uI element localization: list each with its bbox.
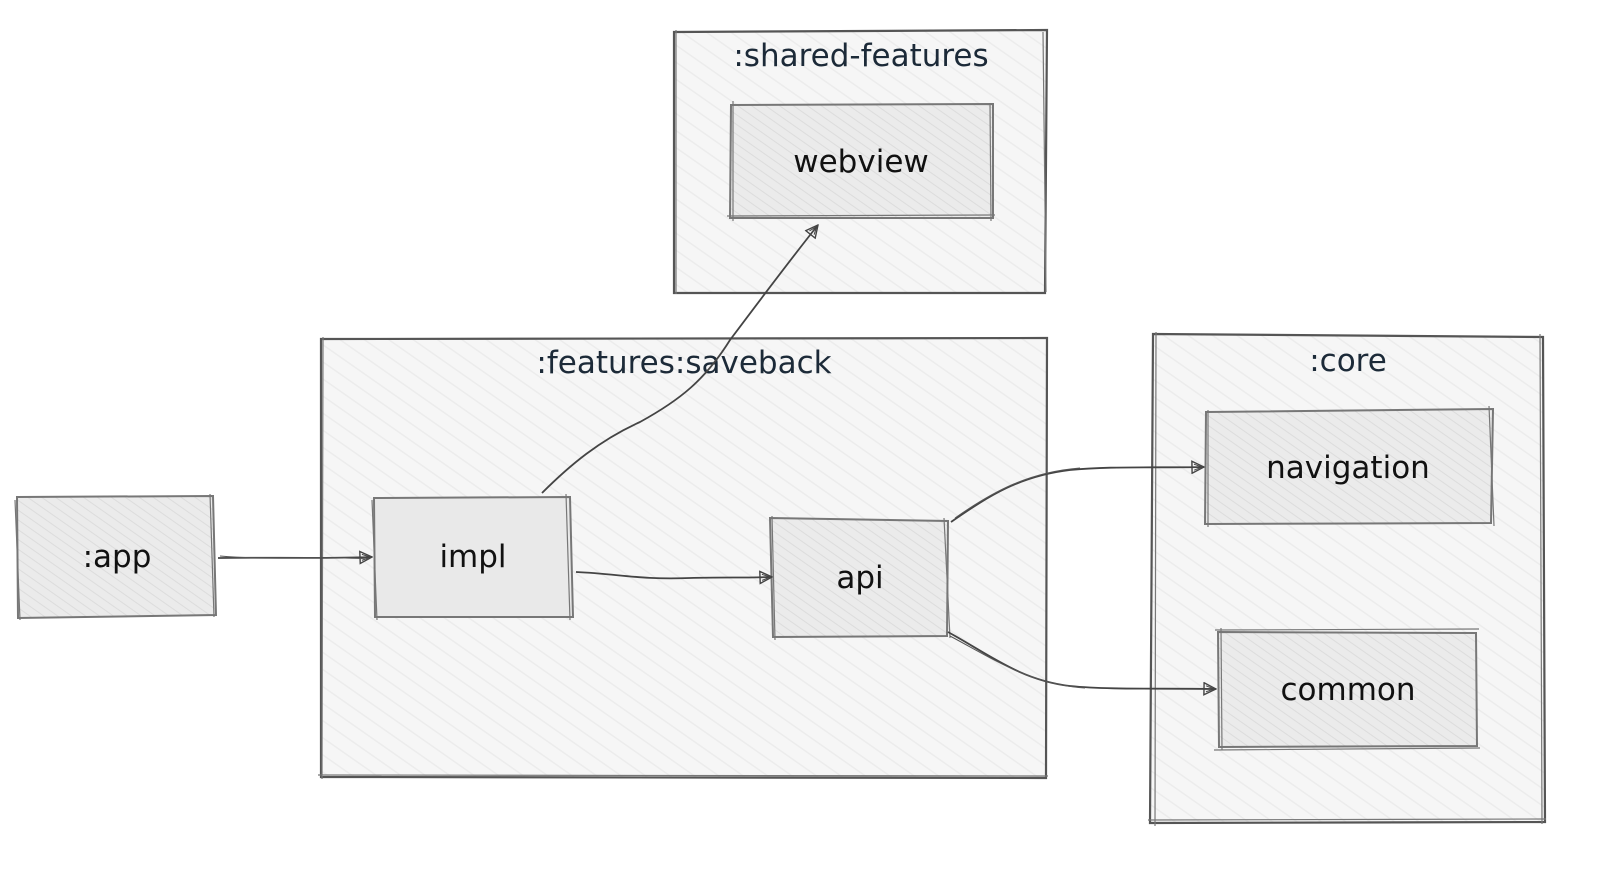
edge-impl-to-api [575, 572, 772, 578]
edge-app-to-impl [217, 556, 372, 559]
group-label-shared-features: :shared-features [733, 38, 988, 74]
node-navigation[interactable]: navigation [1203, 405, 1495, 527]
group-label-core: :core [1309, 343, 1387, 379]
group-features-saveback: :features:saveback impl api [317, 336, 1049, 780]
node-label-common: common [1280, 672, 1415, 708]
node-common[interactable]: common [1213, 627, 1481, 751]
node-label-navigation: navigation [1266, 450, 1430, 486]
node-app[interactable]: :app [14, 493, 218, 621]
edge-api-to-common [947, 631, 1216, 689]
node-label-api: api [836, 560, 883, 596]
node-api[interactable]: api [768, 515, 951, 641]
node-label-app: :app [83, 539, 152, 575]
group-core: :core navigation common [1147, 331, 1547, 827]
node-label-webview: webview [793, 144, 929, 180]
node-label-impl: impl [439, 539, 506, 575]
group-shared-features: :shared-features webview [672, 28, 1049, 295]
node-webview[interactable]: webview [726, 101, 996, 222]
group-label-features-saveback: :features:saveback [536, 345, 831, 381]
edge-api-to-navigation [950, 467, 1204, 523]
node-impl[interactable]: impl [371, 493, 575, 621]
edge-impl-to-webview [541, 225, 818, 494]
